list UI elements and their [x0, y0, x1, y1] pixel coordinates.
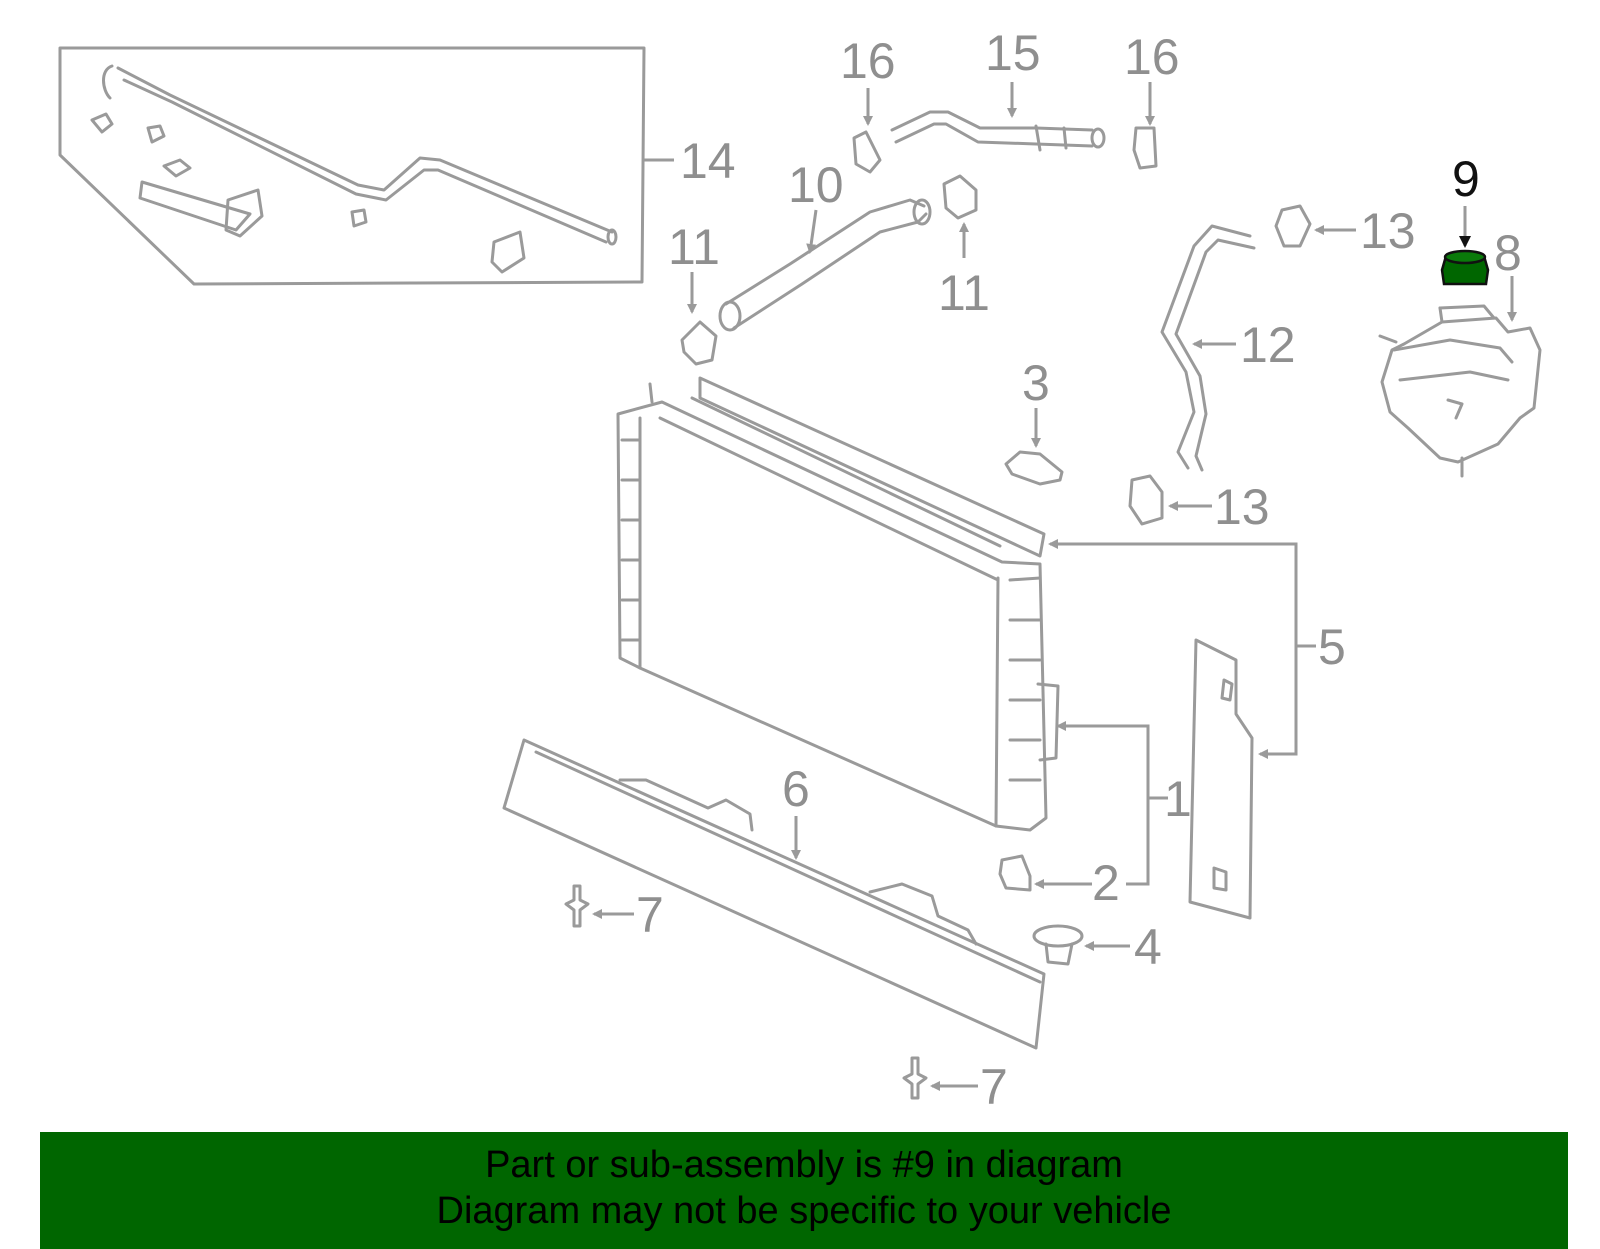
- callout-16-right: 16: [1124, 29, 1180, 85]
- callout-9: 9: [1452, 151, 1480, 207]
- callout-7-upper: 7: [636, 887, 664, 943]
- callout-11-left: 11: [668, 219, 720, 275]
- callout-14: 14: [680, 133, 736, 189]
- clip-2[interactable]: [998, 854, 1032, 892]
- push-pin-7-upper[interactable]: [564, 884, 590, 928]
- side-seal-5[interactable]: [1188, 638, 1254, 920]
- callout-7-lower: 7: [980, 1059, 1008, 1115]
- callout-4: 4: [1134, 919, 1162, 975]
- callout-16-left: 16: [840, 33, 896, 89]
- reservoir-cap-9[interactable]: [1440, 249, 1490, 286]
- banner-line-1: Part or sub-assembly is #9 in diagram: [485, 1144, 1123, 1186]
- callout-12: 12: [1240, 317, 1296, 373]
- callout-13-lower: 13: [1214, 479, 1270, 535]
- grommet-4[interactable]: [1032, 924, 1084, 966]
- callout-5: 5: [1318, 619, 1346, 675]
- coolant-hose-12[interactable]: [1160, 224, 1256, 472]
- callout-8: 8: [1494, 225, 1522, 281]
- hose-clamp-11-right[interactable]: [942, 174, 978, 220]
- callout-3: 3: [1022, 355, 1050, 411]
- clamp-16-right[interactable]: [1132, 126, 1158, 170]
- upper-hose-15[interactable]: [890, 110, 1106, 152]
- hose-clamp-11-left[interactable]: [680, 320, 718, 366]
- callout-11-right: 11: [938, 265, 990, 321]
- radiator-hose-10[interactable]: [718, 198, 932, 332]
- pad-3[interactable]: [1004, 450, 1064, 486]
- hose-clamp-13-upper[interactable]: [1274, 204, 1312, 248]
- clamp-16-left[interactable]: [852, 130, 882, 174]
- hose-kit-box-14[interactable]: [58, 46, 646, 286]
- push-pin-7-lower[interactable]: [902, 1056, 928, 1100]
- radiator-1[interactable]: [616, 376, 1060, 832]
- callout-10: 10: [788, 157, 844, 213]
- air-deflector-6[interactable]: [502, 738, 1046, 1050]
- leader-lines: [592, 82, 1517, 1091]
- hose-clamp-13-lower[interactable]: [1128, 474, 1164, 526]
- callout-13-upper: 13: [1360, 203, 1416, 259]
- coolant-reservoir-8[interactable]: [1378, 304, 1542, 478]
- callout-15: 15: [985, 25, 1041, 81]
- callout-1: 1: [1164, 771, 1192, 827]
- info-banner: Part or sub-assembly is #9 in diagram Di…: [40, 1132, 1568, 1249]
- callout-2: 2: [1092, 855, 1120, 911]
- banner-line-2: Diagram may not be specific to your vehi…: [436, 1190, 1172, 1232]
- callout-6: 6: [782, 761, 810, 817]
